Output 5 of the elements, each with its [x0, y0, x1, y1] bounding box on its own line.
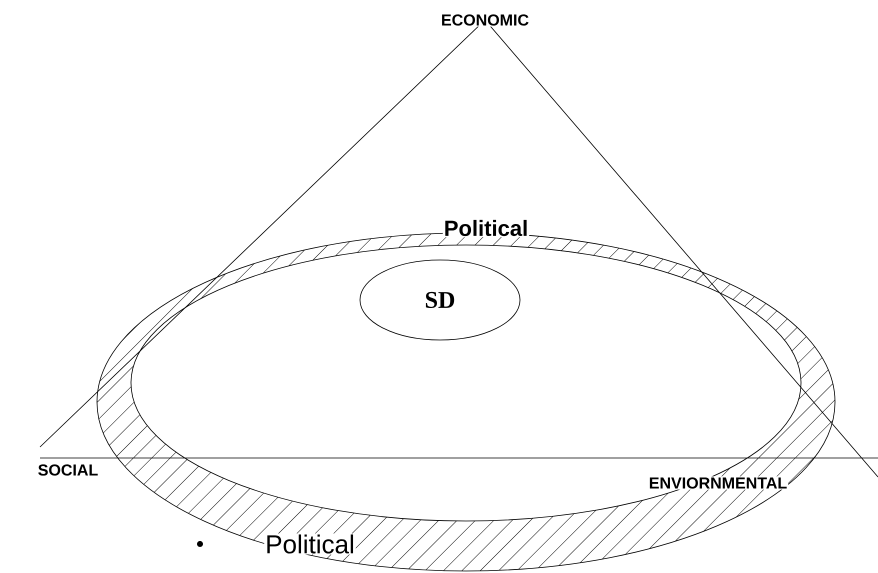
- corner-label: ENVIORNMENTAL: [648, 476, 788, 490]
- ellipse-node: SD: [360, 260, 520, 340]
- corner-label: ECONOMIC: [440, 13, 530, 27]
- bullet-text: Political: [264, 533, 356, 555]
- corner-label: SOCIAL: [36, 463, 100, 477]
